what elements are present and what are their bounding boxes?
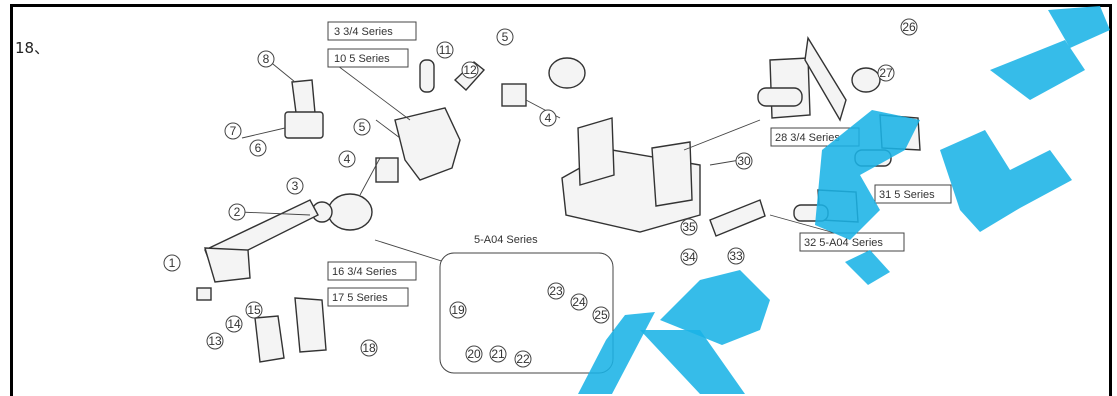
callout-5-top: 5 xyxy=(502,30,509,44)
callout-23: 23 xyxy=(549,284,563,298)
figure-number: 18、 xyxy=(15,39,50,57)
callout-11: 11 xyxy=(439,43,452,57)
callout-19: 19 xyxy=(451,303,465,317)
callout-24: 24 xyxy=(572,295,586,309)
callout-4-right: 4 xyxy=(545,111,552,125)
watermark-logo xyxy=(578,6,1110,394)
callout-14: 14 xyxy=(227,317,241,331)
series-label-10: 10 5 Series xyxy=(334,53,390,65)
callout-8: 8 xyxy=(263,52,270,66)
right-assembly xyxy=(561,35,921,237)
callout-21: 21 xyxy=(491,347,505,361)
callout-1: 1 xyxy=(169,256,176,270)
callout-7: 7 xyxy=(230,124,237,138)
callout-22: 22 xyxy=(516,352,530,366)
callout-34: 34 xyxy=(682,250,696,264)
callout-33: 33 xyxy=(729,249,743,263)
series-label-28: 28 3/4 Series xyxy=(775,132,840,144)
callout-5-mid: 5 xyxy=(359,120,366,134)
callout-6: 6 xyxy=(255,141,262,155)
callout-25: 25 xyxy=(594,308,608,322)
series-label-16: 16 3/4 Series xyxy=(332,266,397,278)
callout-26: 26 xyxy=(902,20,916,34)
callout-35: 35 xyxy=(682,220,696,234)
callout-12: 12 xyxy=(463,63,477,77)
callout-4-mid: 4 xyxy=(344,152,351,166)
series-label-32: 32 5-A04 Series xyxy=(804,237,883,249)
series-label-17: 17 5 Series xyxy=(332,292,388,304)
callout-30: 30 xyxy=(737,154,751,168)
callout-27: 27 xyxy=(879,66,893,80)
series-label-3: 3 3/4 Series xyxy=(334,26,393,38)
group-5a04 xyxy=(439,252,614,374)
callout-13: 13 xyxy=(208,334,222,348)
group-title: 5-A04 Series xyxy=(474,234,538,246)
callout-18: 18 xyxy=(362,341,376,355)
figure-frame xyxy=(10,4,1112,396)
callout-15: 15 xyxy=(247,303,261,317)
callout-3: 3 xyxy=(292,179,299,193)
callout-2: 2 xyxy=(234,205,241,219)
series-label-31: 31 5 Series xyxy=(879,189,935,201)
callouts: 8 7 6 11 12 5 4 5 4 3 2 1 15 14 13 18 19… xyxy=(163,18,918,368)
callout-20: 20 xyxy=(467,347,481,361)
